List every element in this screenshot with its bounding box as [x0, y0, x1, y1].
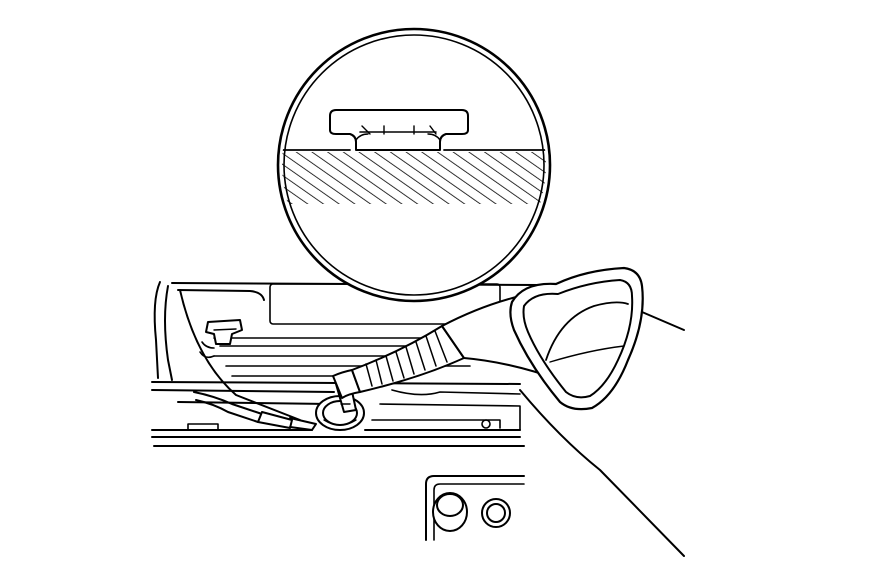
hose-clip: [205, 319, 243, 345]
oil-filler-cap: [432, 492, 468, 532]
drain-plug: [481, 498, 511, 528]
dipstick-cap-detail: [329, 109, 469, 151]
funnel-neck-ribs: [365, 330, 448, 387]
engine-body: [151, 281, 541, 541]
oil-level-hatch: [282, 152, 546, 204]
detail-magnifier: [276, 27, 552, 303]
oil-funnel: [332, 266, 685, 557]
wire-harness: [193, 391, 317, 431]
lower-block: [425, 475, 525, 541]
